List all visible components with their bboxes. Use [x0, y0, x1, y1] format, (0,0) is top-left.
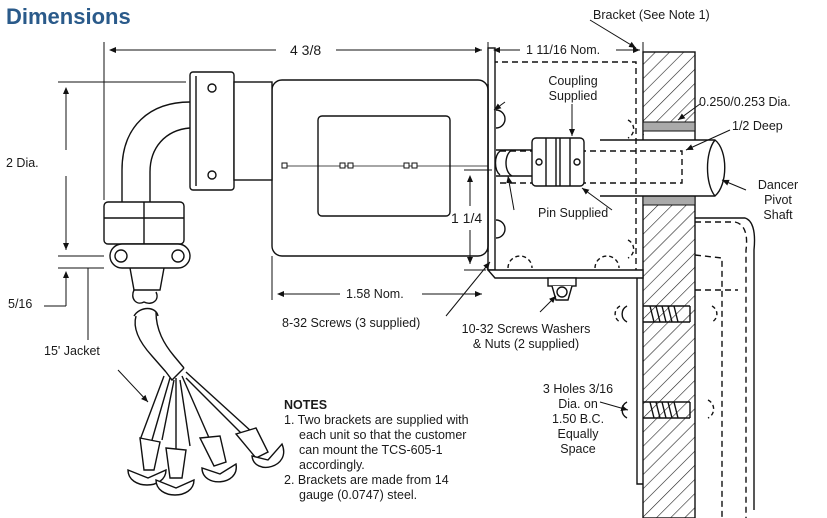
dimension-lines [44, 19, 747, 411]
label-screws-832: 8-32 Screws (3 supplied) [282, 316, 421, 330]
bracket-plate [486, 47, 756, 510]
wires [139, 371, 253, 450]
label-screws-1032: 10-32 Screws Washers & Nuts (2 supplied) [446, 322, 606, 352]
screw-10-32 [547, 277, 577, 301]
coupling [531, 137, 585, 187]
label-width: 4 3/8 [290, 42, 322, 58]
label-dancer-line2: Pivot [764, 193, 792, 207]
notes-block: NOTES 1. Two brackets are supplied with … [284, 398, 469, 503]
note-1-line-4: accordingly. [299, 458, 365, 472]
label-quarter: 1 1/4 [451, 210, 483, 226]
label-screws-1032-line1: 10-32 Screws Washers [461, 322, 591, 336]
note-1-line-2: each unit so that the customer [299, 428, 467, 442]
label-holes-line2: Dia. on [558, 397, 598, 411]
note-1-line-1: 1. Two brackets are supplied with [284, 413, 469, 427]
notes-heading: NOTES [284, 398, 328, 412]
label-deep: 1/2 Deep [732, 119, 783, 133]
label-jacket: 15' Jacket [44, 344, 100, 358]
motor-body [271, 79, 489, 257]
label-holes: 3 Holes 3/16 Dia. on 1.50 B.C. Equally S… [534, 382, 622, 457]
label-pin: Pin Supplied [538, 206, 609, 220]
label-screws-1032-line2: & Nuts (2 supplied) [472, 337, 580, 351]
wall [642, 51, 696, 518]
label-dancer-line3: Shaft [763, 208, 793, 222]
label-coupling-line1: Coupling [548, 74, 598, 88]
label-holes-line4: Equally [557, 427, 599, 441]
label-dia: 0.250/0.253 Dia. [699, 95, 791, 109]
dancer-pivot-shaft [500, 139, 726, 197]
connector [121, 71, 273, 206]
note-1-line-3: can mount the TCS-605-1 [299, 443, 443, 457]
label-nom2: 1.58 Nom. [346, 287, 404, 301]
note-2-line-1: 2. Brackets are made from 14 [284, 473, 449, 487]
label-diameter: 2 Dia. [6, 156, 39, 170]
bracket-screws [507, 119, 718, 419]
cable [133, 307, 185, 382]
note-2-line-2: gauge (0.0747) steel. [299, 488, 418, 502]
label-coupling-line2: Supplied [548, 89, 598, 103]
wire-lugs [127, 427, 285, 496]
label-holes-line3: 1.50 B.C. [551, 412, 605, 426]
face-screws [495, 109, 506, 239]
label-bracket: Bracket (See Note 1) [593, 8, 710, 22]
label-holes-line1: 3 Holes 3/16 [542, 382, 614, 396]
page-title: Dimensions [6, 4, 131, 29]
label-dancer-line1: Dancer [757, 178, 799, 192]
cable-gland [103, 201, 191, 304]
label-five16: 5/16 [8, 297, 33, 311]
label-holes-line5: Space [560, 442, 596, 456]
label-coupling: Coupling Supplied [540, 74, 606, 104]
label-nom1: 1 11/16 Nom. [526, 43, 601, 57]
label-dancer: Dancer Pivot Shaft [750, 178, 806, 223]
pin [494, 149, 532, 177]
wall-screws [621, 305, 691, 419]
